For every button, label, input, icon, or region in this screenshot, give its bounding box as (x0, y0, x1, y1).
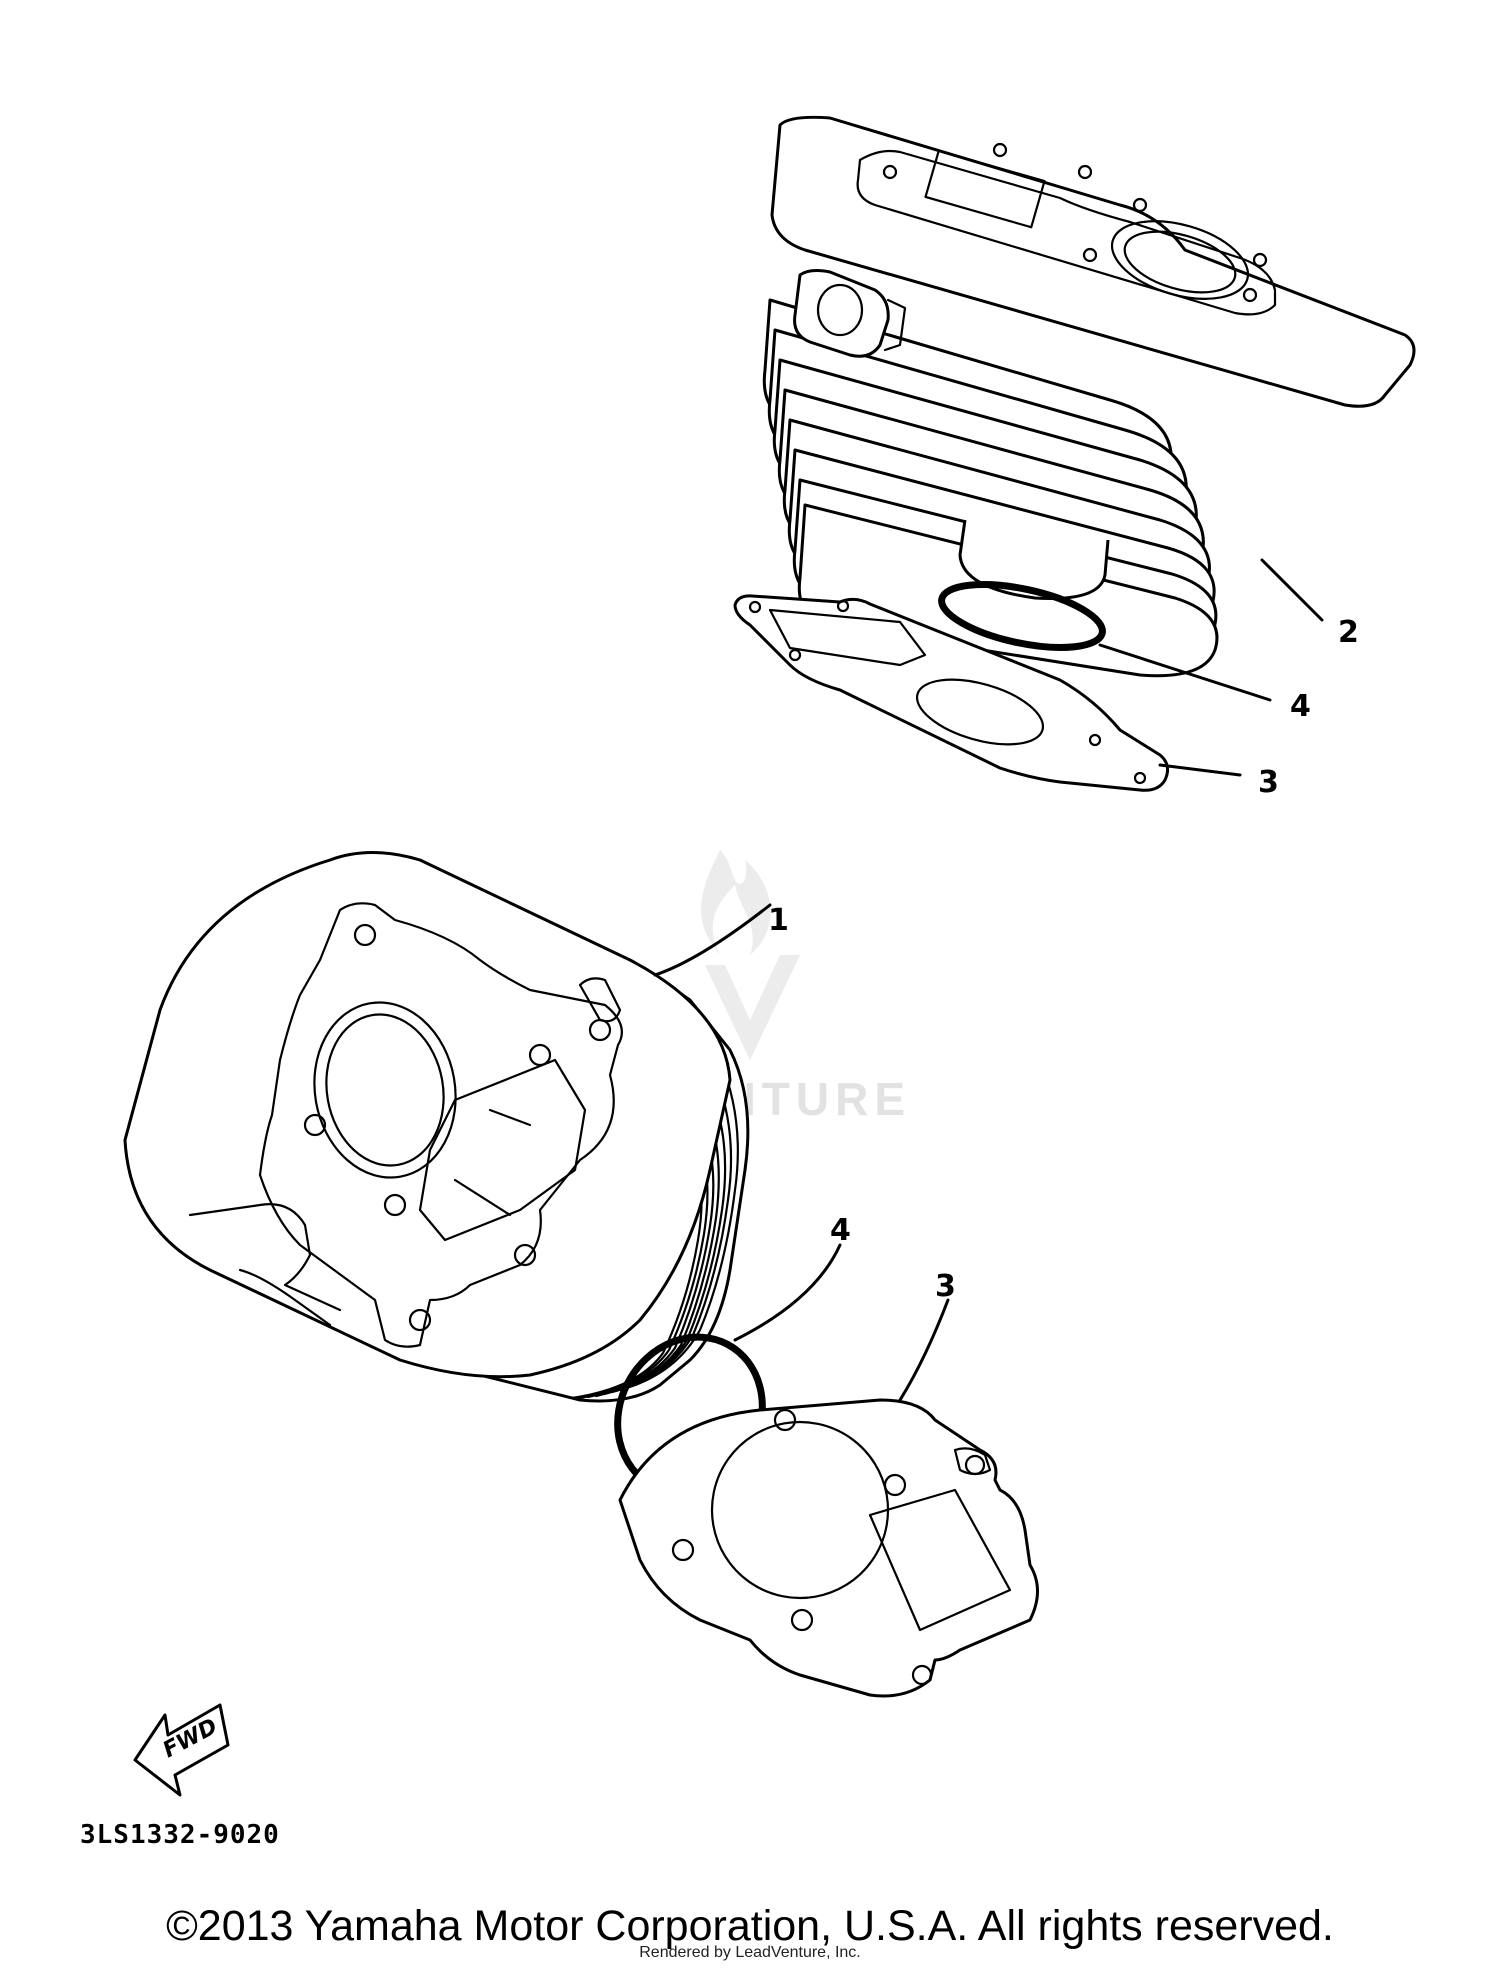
copyright-text: ©2013 Yamaha Motor Corporation, U.S.A. A… (166, 1902, 1334, 1950)
lower-cylinder (123, 851, 750, 1403)
callout-2: 2 (1338, 615, 1359, 650)
fwd-arrow-icon: FWD (133, 1703, 230, 1797)
lower-gasket (618, 1398, 1039, 1698)
v-logo-icon (705, 955, 800, 1060)
part-code: 3LS1332-9020 (80, 1820, 280, 1850)
upper-gasket (733, 594, 1170, 792)
flame-logo-icon (701, 850, 771, 955)
callout-4-lower: 4 (830, 1213, 851, 1248)
callout-3-upper: 3 (1258, 765, 1279, 800)
callout-3-lower: 3 (935, 1269, 956, 1304)
callout-1: 1 (768, 903, 789, 938)
callout-4-upper: 4 (1290, 689, 1311, 724)
upper-cylinder (762, 115, 1416, 678)
rendered-by-text: Rendered by LeadVenture, Inc. (639, 1944, 861, 1961)
upper-o-ring (938, 581, 1106, 651)
